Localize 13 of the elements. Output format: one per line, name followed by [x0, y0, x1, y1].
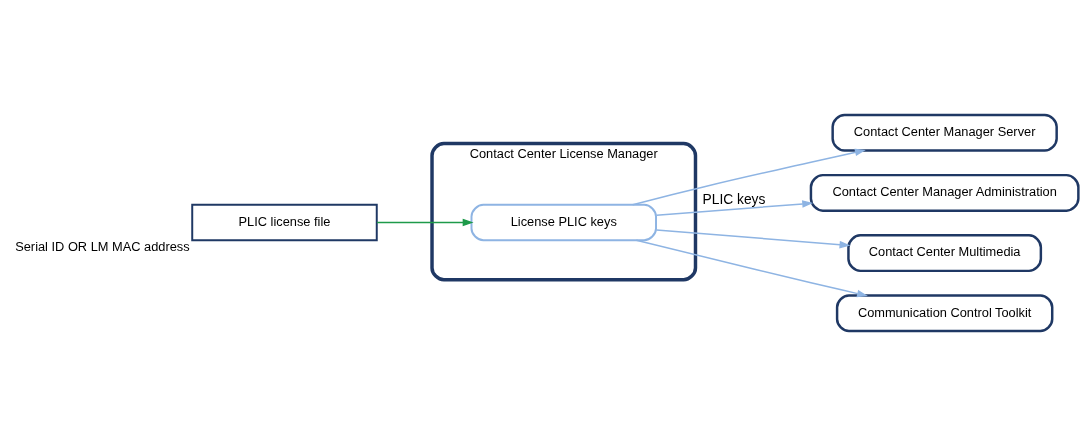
arrow: [631, 148, 866, 205]
arrow: [655, 199, 814, 216]
node-box: License PLIC keys: [470, 203, 657, 241]
node-box: Contact Center Manager Server: [831, 113, 1058, 152]
arrow: [635, 239, 868, 297]
node-box: PLIC license file: [191, 203, 378, 241]
arrow: [655, 228, 851, 248]
node-label: Serial ID OR LM MAC address: [15, 238, 190, 254]
node-box: Communication Control Toolkit: [835, 293, 1054, 332]
node-box: Contact Center Manager Administration: [809, 173, 1080, 212]
node-box: Contact Center Multimedia: [847, 233, 1043, 272]
edge-label: PLIC keys: [702, 190, 766, 207]
arrow: [376, 218, 474, 226]
